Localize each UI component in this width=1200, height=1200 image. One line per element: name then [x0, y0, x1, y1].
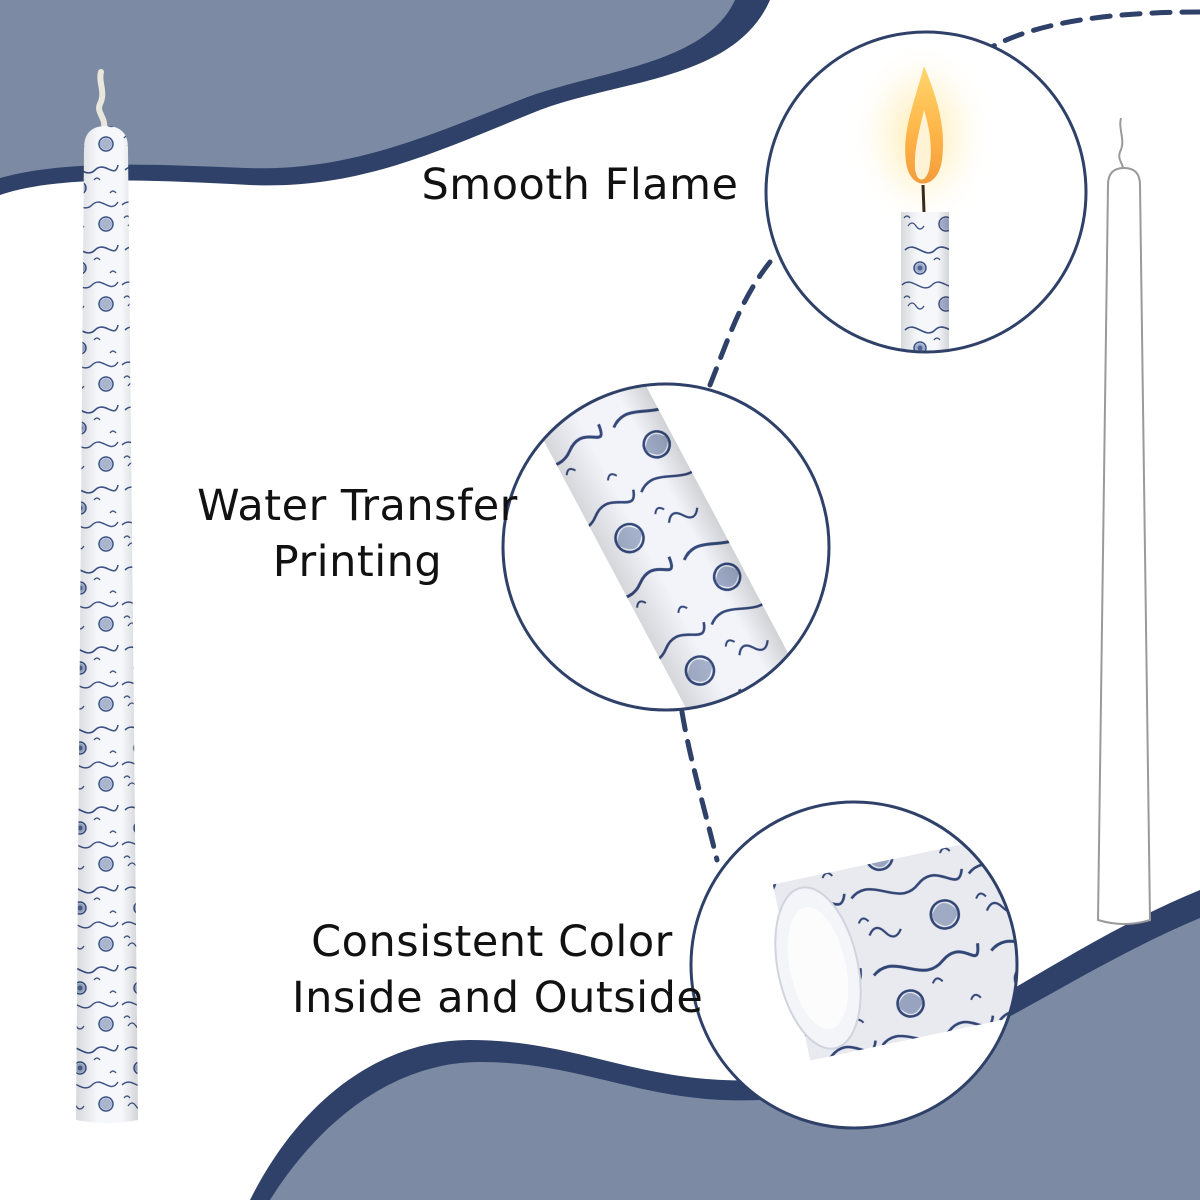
label-line: Consistent Color: [311, 917, 673, 967]
label-line: Inside and Outside: [292, 973, 704, 1023]
dashed-connector: [679, 9, 1200, 863]
bottom-wave: [250, 890, 1200, 1200]
top-left-wave: [0, 0, 770, 195]
candle-outline-icon: [1096, 117, 1152, 925]
feature-label-smooth-flame: Smooth Flame: [405, 157, 755, 213]
feature-label-water-transfer-printing: Water Transfer Printing: [180, 478, 535, 590]
label-line: Water Transfer: [197, 481, 518, 531]
label-line: Smooth Flame: [421, 160, 739, 210]
feature-label-consistent-color: Consistent Color Inside and Outside: [292, 914, 704, 1026]
label-line: Printing: [272, 537, 443, 587]
patterned-taper-candle-icon: [76, 69, 138, 1123]
flame-detail-circle: [764, 30, 1088, 354]
color-detail-circle: [689, 800, 1019, 1130]
printing-detail-circle: [501, 382, 831, 712]
